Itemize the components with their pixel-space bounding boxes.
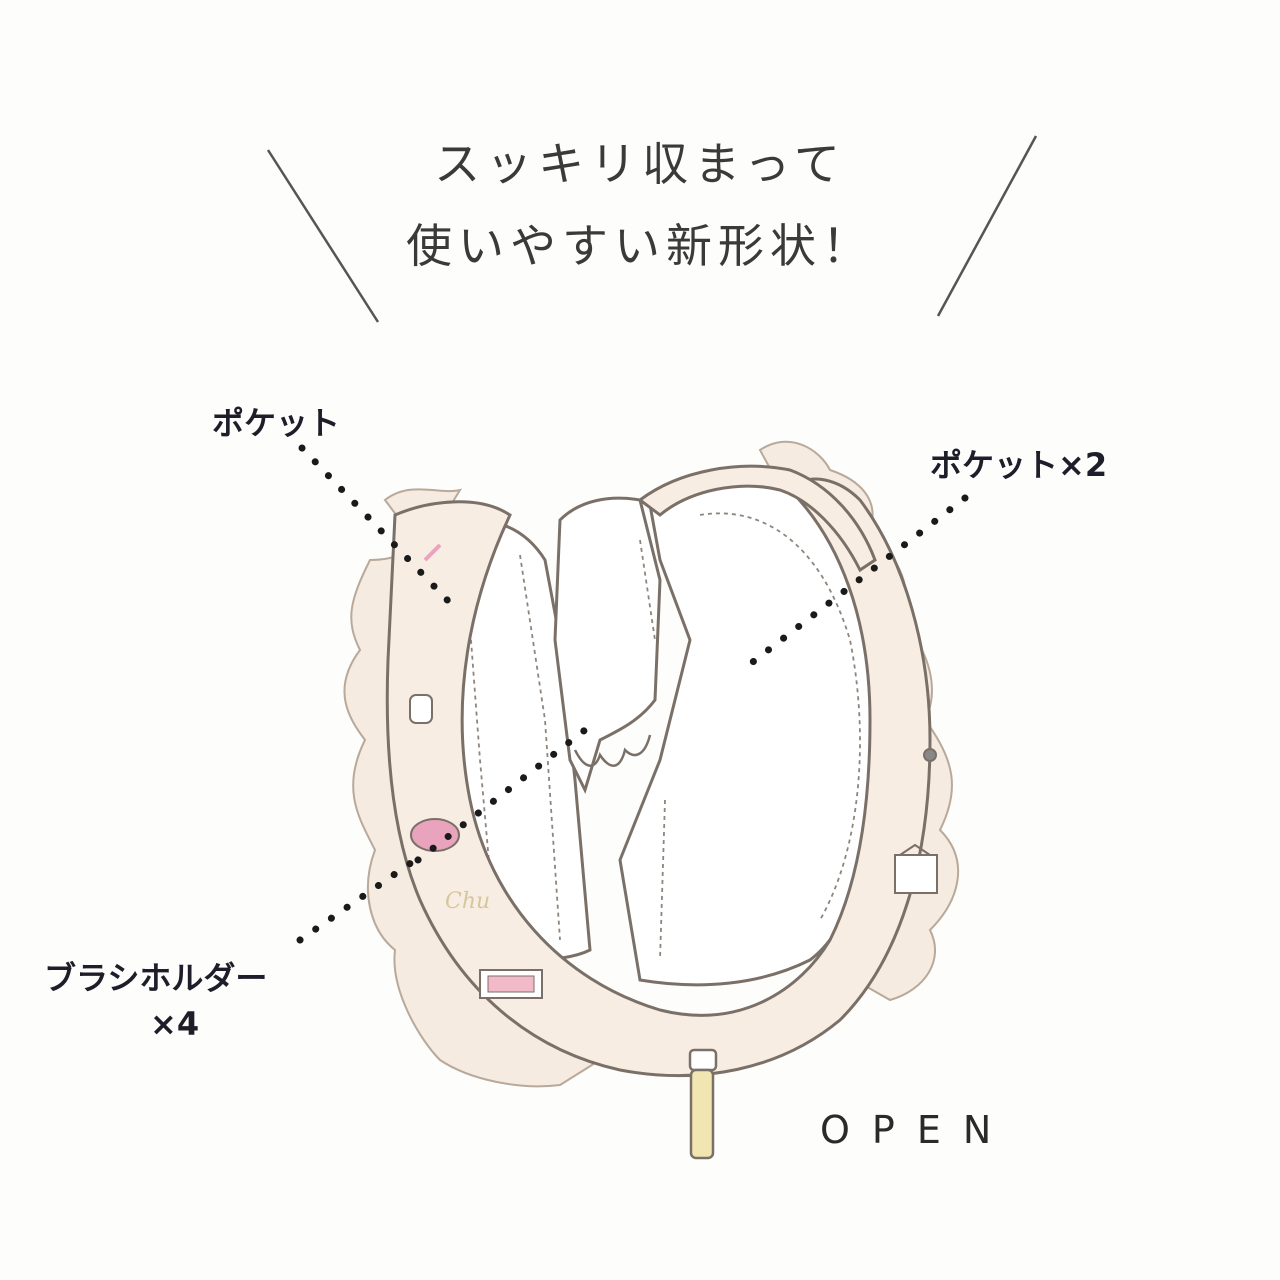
band-motifs xyxy=(409,543,938,999)
leader-pocket-right xyxy=(741,494,969,672)
leader-lines xyxy=(296,444,969,944)
label-brush-holder: ブラシホルダー xyxy=(44,959,268,997)
label-pocket-left: ポケット xyxy=(212,404,341,442)
pouch-rear-zipper-arc xyxy=(637,464,877,573)
label-brush-holder-count: ×4 xyxy=(150,1005,200,1043)
zipper-pull xyxy=(688,1048,718,1160)
label-pocket-right: ポケット×2 xyxy=(930,446,1108,484)
pouch-center-divider xyxy=(553,496,662,795)
band-script-motif: Chu xyxy=(445,889,490,914)
leader-brush-holder-upper xyxy=(414,726,589,864)
headline-accent-line-right xyxy=(936,135,1038,317)
leader-pocket-left xyxy=(298,444,456,609)
headline-accent-line-left xyxy=(266,149,380,323)
headline-line-2: 使いやすい新形状！ xyxy=(406,219,874,273)
headline-line-1: スッキリ収まって xyxy=(434,137,846,191)
label-open: OPEN xyxy=(820,1108,1014,1152)
